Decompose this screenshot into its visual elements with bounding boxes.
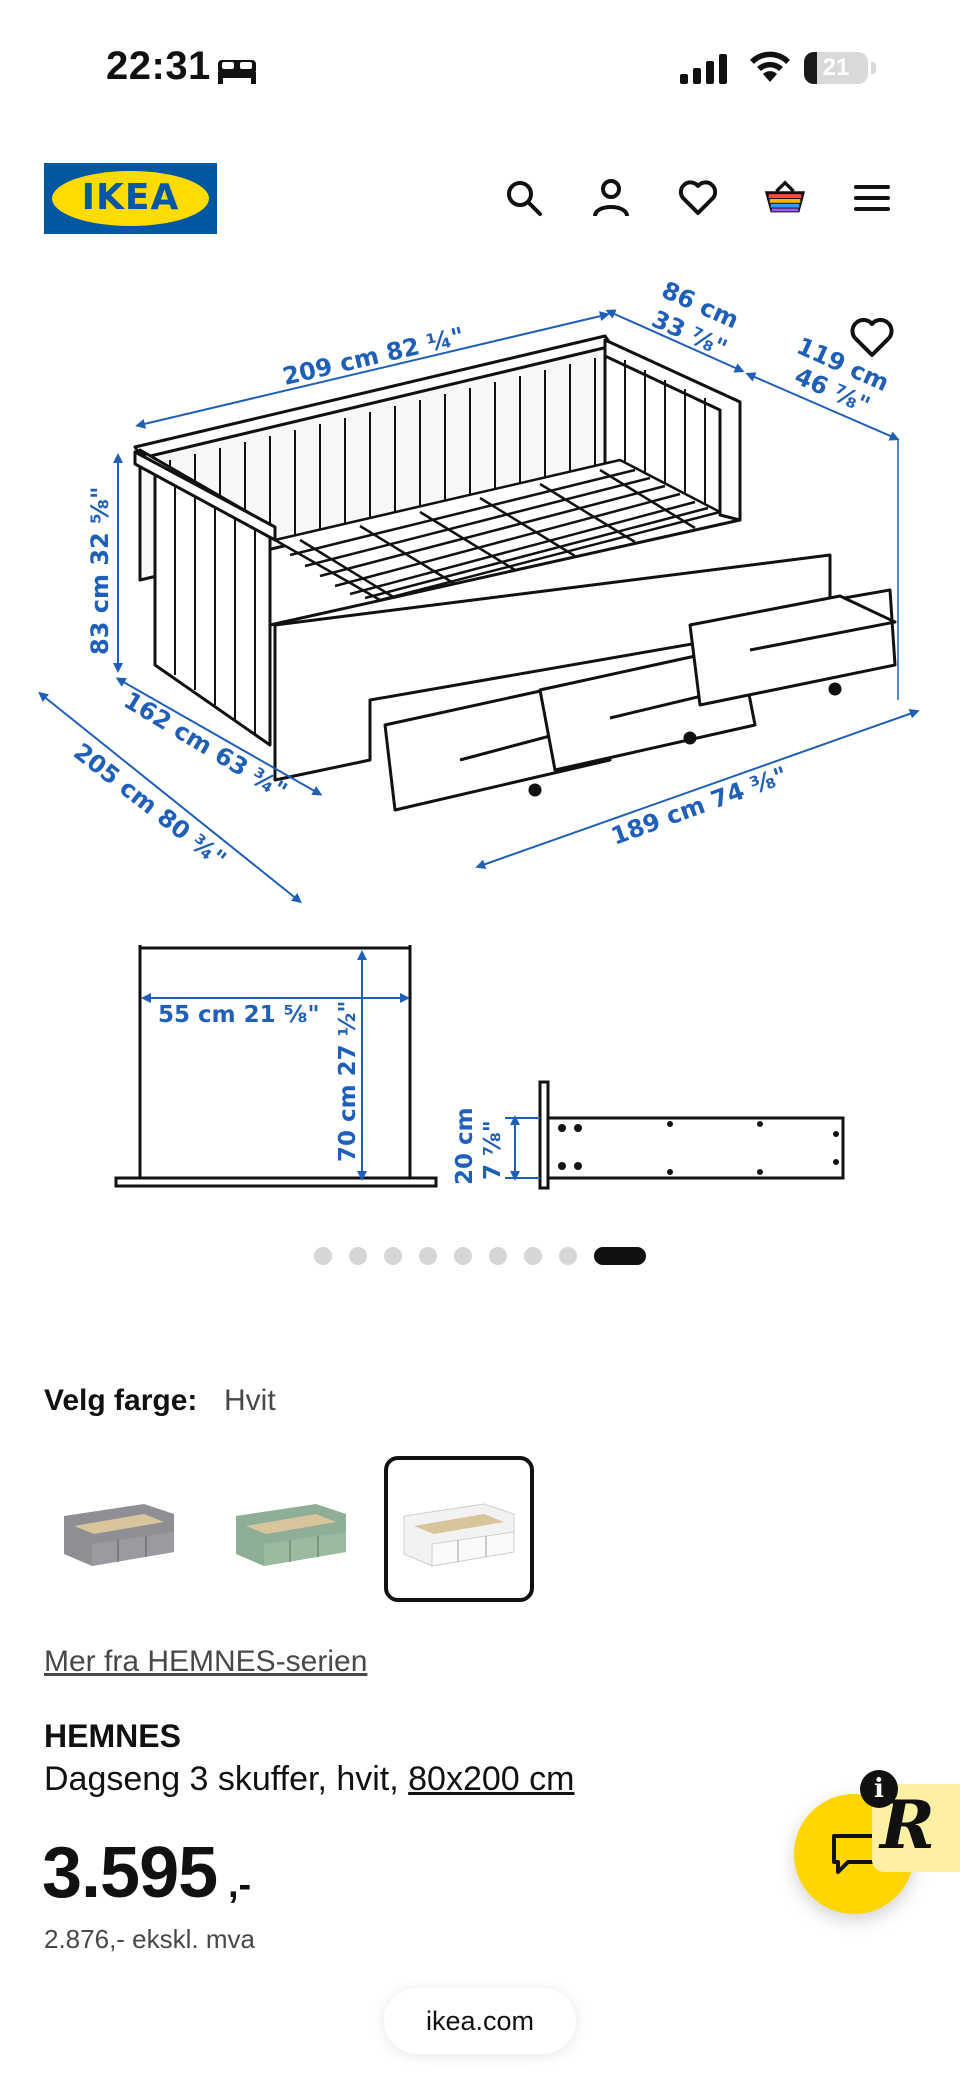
dim-drawer-width: 55 cm 21 ⅝" xyxy=(158,1002,319,1028)
search-icon[interactable] xyxy=(502,176,546,220)
chat-bubble-icon xyxy=(832,1834,876,1874)
battery-level: 21 xyxy=(822,54,850,81)
price-ex-vat: 2.876,- ekskl. mva xyxy=(44,1924,255,1954)
product-desc-text: Dagseng 3 skuffer, hvit, xyxy=(44,1760,409,1798)
pagination-dot[interactable] xyxy=(349,1247,367,1265)
color-value: Hvit xyxy=(224,1384,276,1417)
battery-icon: 21 xyxy=(804,52,868,84)
battery-nub xyxy=(871,62,876,74)
cellular-signal-icon xyxy=(680,54,727,84)
pagination-dot[interactable] xyxy=(489,1247,507,1265)
pagination-dot[interactable] xyxy=(559,1247,577,1265)
dim-front: 189 cm 74 ⅜" xyxy=(607,761,791,851)
series-link[interactable]: Mer fra HEMNES-serien xyxy=(44,1645,368,1678)
color-swatch-white[interactable] xyxy=(384,1456,534,1602)
price-suffix: ,- xyxy=(228,1864,252,1906)
dim-drawer-height-in: 7 ⅞" xyxy=(480,1120,506,1180)
basket-icon[interactable] xyxy=(763,176,807,220)
address-bar[interactable]: ikea.com xyxy=(384,1988,576,2054)
menu-icon[interactable] xyxy=(850,176,894,220)
daybed-drawing xyxy=(133,334,897,812)
info-icon[interactable]: i xyxy=(860,1770,898,1808)
user-icon[interactable] xyxy=(589,176,633,220)
product-size-link[interactable]: 80x200 cm xyxy=(408,1760,575,1798)
pagination-dot[interactable] xyxy=(384,1247,402,1265)
dim-drawer-height: 20 cm xyxy=(452,1107,478,1185)
ikea-logo[interactable]: IKEA xyxy=(44,163,217,234)
color-swatch-green[interactable] xyxy=(216,1456,366,1602)
pagination-dot[interactable] xyxy=(594,1247,646,1265)
color-label: Velg farge: xyxy=(44,1384,198,1417)
pagination-dot[interactable] xyxy=(314,1247,332,1265)
dim-height: 83 cm 32 ⅝" xyxy=(86,487,114,655)
extension-r-badge[interactable]: R xyxy=(872,1784,960,1872)
wifi-icon xyxy=(750,51,790,82)
pagination-dot[interactable] xyxy=(454,1247,472,1265)
product-price: 3.595 xyxy=(42,1833,218,1913)
pagination-dot[interactable] xyxy=(419,1247,437,1265)
dim-drawer-depth: 70 cm 27 ½" xyxy=(335,1001,361,1162)
favourite-heart-icon[interactable] xyxy=(849,317,895,363)
product-dimension-image[interactable]: 209 cm 82 ¼" 86 cm 33 ⅞" 119 cm 46 ⅞" 83… xyxy=(0,265,960,1225)
color-swatch-grey[interactable] xyxy=(44,1456,194,1602)
bed-icon xyxy=(218,60,256,84)
status-time: 22:31 xyxy=(106,44,211,88)
image-pagination[interactable] xyxy=(0,1246,960,1266)
logo-text: IKEA xyxy=(81,177,180,218)
heart-icon[interactable] xyxy=(676,176,720,220)
product-description: Dagseng 3 skuffer, hvit, 80x200 cm xyxy=(44,1760,574,1799)
product-name: HEMNES xyxy=(44,1718,181,1754)
pagination-dot[interactable] xyxy=(524,1247,542,1265)
